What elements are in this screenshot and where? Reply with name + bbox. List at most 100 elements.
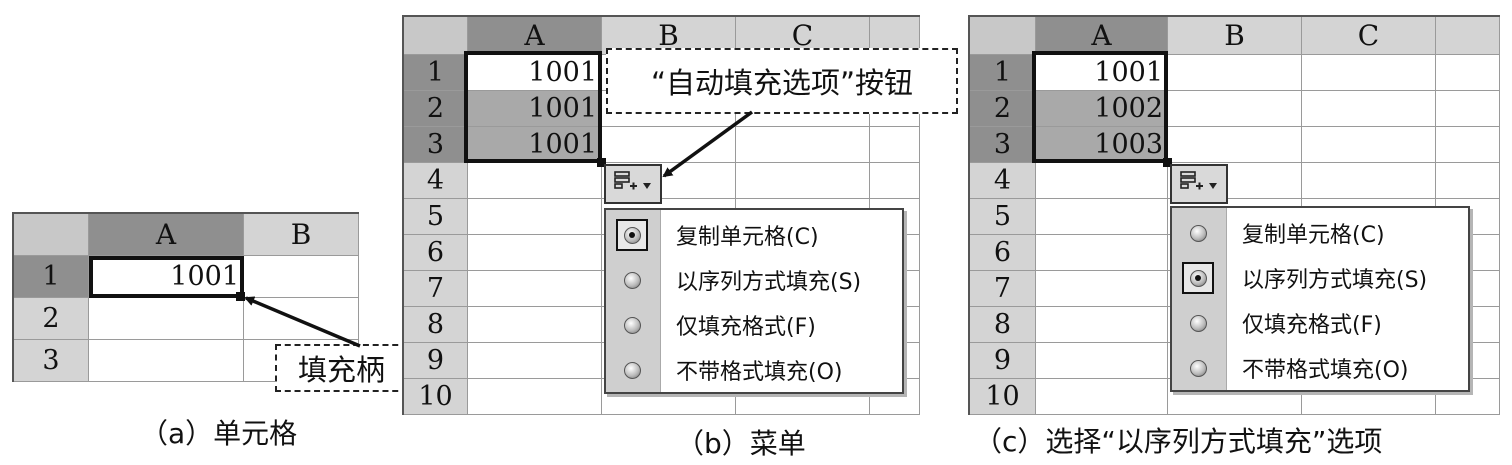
- menu-item-label: 以序列方式填充(S): [1242, 268, 1428, 293]
- menu-item-label: 复制单元格(C): [676, 225, 819, 250]
- cell-b3[interactable]: [602, 127, 736, 163]
- row-header-5[interactable]: 5: [404, 199, 468, 235]
- row-header-3[interactable]: 3: [14, 340, 89, 382]
- cell-a4[interactable]: [468, 163, 602, 199]
- row-header-6[interactable]: 6: [970, 235, 1036, 271]
- cell-a6[interactable]: [468, 235, 602, 271]
- radio-button-icon: [616, 309, 648, 341]
- cell-a7[interactable]: [1036, 271, 1168, 307]
- cell-a4[interactable]: [1036, 163, 1168, 199]
- menu-item-label: 不带格式填充(O): [676, 360, 843, 385]
- cell-b2[interactable]: [1168, 91, 1302, 127]
- row-header-1[interactable]: 1: [404, 55, 468, 91]
- cell-a3[interactable]: 1001: [468, 127, 602, 163]
- autofill-options-icon: [1180, 171, 1204, 197]
- cell-d4[interactable]: [870, 163, 920, 199]
- cell-b1[interactable]: [244, 256, 359, 298]
- menu-item-fill-without-formatting[interactable]: 不带格式填充(O): [606, 348, 902, 392]
- cell-b1[interactable]: [1168, 55, 1302, 91]
- row-header-3[interactable]: 3: [404, 127, 468, 163]
- menu-item-copy-cells[interactable]: 复制单元格(C): [1172, 211, 1468, 255]
- row-header-1[interactable]: 1: [14, 256, 89, 298]
- radio-button-icon: [1182, 217, 1214, 249]
- fill-handle[interactable]: [1163, 158, 1172, 167]
- cell-d4[interactable]: [1436, 163, 1500, 199]
- row-header-8[interactable]: 8: [404, 307, 468, 343]
- menu-item-fill-formatting-only[interactable]: 仅填充格式(F): [1172, 301, 1468, 345]
- cell-a8[interactable]: [1036, 307, 1168, 343]
- row-header-3[interactable]: 3: [970, 127, 1036, 163]
- cell-a3[interactable]: [89, 340, 244, 382]
- cell-a8[interactable]: [468, 307, 602, 343]
- cell-a10[interactable]: [1036, 379, 1168, 415]
- cell-c2[interactable]: [1302, 91, 1436, 127]
- cell-d1[interactable]: [1436, 55, 1500, 91]
- cell-a2[interactable]: 1002: [1036, 91, 1168, 127]
- cell-a5[interactable]: [1036, 199, 1168, 235]
- row-header-9[interactable]: 9: [404, 343, 468, 379]
- cell-c4[interactable]: [1302, 163, 1436, 199]
- cell-a10[interactable]: [468, 379, 602, 415]
- cell-a1[interactable]: 1001: [89, 256, 244, 298]
- cell-d2[interactable]: [1436, 91, 1500, 127]
- fill-handle[interactable]: [597, 158, 606, 167]
- cell-a1[interactable]: 1001: [468, 55, 602, 91]
- radio-button-icon: [616, 219, 648, 251]
- cell-c3[interactable]: [1302, 127, 1436, 163]
- cell-b3[interactable]: [1168, 127, 1302, 163]
- column-header-b[interactable]: B: [1168, 17, 1302, 55]
- spreadsheet-a: A B 1 1001 2 3: [12, 212, 359, 382]
- select-all-corner[interactable]: [404, 17, 468, 55]
- autofill-button-callout: “自动填充选项”按钮: [606, 48, 958, 114]
- cell-d3[interactable]: [1436, 127, 1500, 163]
- cell-a1[interactable]: 1001: [1036, 55, 1168, 91]
- column-header-a[interactable]: A: [89, 214, 244, 256]
- row-header-1[interactable]: 1: [970, 55, 1036, 91]
- row-header-4[interactable]: 4: [970, 163, 1036, 199]
- cell-c3[interactable]: [736, 127, 870, 163]
- menu-item-fill-formatting-only[interactable]: 仅填充格式(F): [606, 303, 902, 347]
- cell-a7[interactable]: [468, 271, 602, 307]
- select-all-corner[interactable]: [14, 214, 89, 256]
- select-all-corner[interactable]: [970, 17, 1036, 55]
- row-header-9[interactable]: 9: [970, 343, 1036, 379]
- autofill-options-icon: [614, 171, 638, 197]
- cell-d3[interactable]: [870, 127, 920, 163]
- row-header-8[interactable]: 8: [970, 307, 1036, 343]
- cell-a9[interactable]: [468, 343, 602, 379]
- cell-a2[interactable]: [89, 298, 244, 340]
- autofill-options-button[interactable]: [604, 164, 662, 204]
- menu-item-label: 不带格式填充(O): [1242, 358, 1409, 383]
- caption-b: （b）菜单: [676, 427, 806, 460]
- row-header-6[interactable]: 6: [404, 235, 468, 271]
- menu-item-fill-series[interactable]: 以序列方式填充(S): [606, 258, 902, 302]
- radio-button-icon: [1182, 307, 1214, 339]
- menu-item-fill-without-formatting[interactable]: 不带格式填充(O): [1172, 346, 1468, 390]
- cell-a5[interactable]: [468, 199, 602, 235]
- menu-item-label: 仅填充格式(F): [1242, 313, 1382, 338]
- cell-a6[interactable]: [1036, 235, 1168, 271]
- menu-item-fill-series[interactable]: 以序列方式填充(S): [1172, 256, 1468, 300]
- autofill-options-button[interactable]: [1170, 164, 1228, 204]
- chevron-down-icon: [1208, 175, 1218, 194]
- cell-c1[interactable]: [1302, 55, 1436, 91]
- row-header-2[interactable]: 2: [14, 298, 89, 340]
- cell-c4[interactable]: [736, 163, 870, 199]
- fill-handle[interactable]: [236, 292, 245, 301]
- fill-handle-callout: 填充柄: [275, 344, 408, 392]
- column-header-b[interactable]: B: [244, 214, 359, 256]
- cell-a2[interactable]: 1001: [468, 91, 602, 127]
- row-header-5[interactable]: 5: [970, 199, 1036, 235]
- column-header-c[interactable]: C: [1302, 17, 1436, 55]
- menu-item-copy-cells[interactable]: 复制单元格(C): [606, 213, 902, 257]
- cell-a9[interactable]: [1036, 343, 1168, 379]
- row-header-7[interactable]: 7: [970, 271, 1036, 307]
- column-header-a[interactable]: A: [468, 17, 602, 55]
- row-header-2[interactable]: 2: [404, 91, 468, 127]
- column-header-d[interactable]: [1436, 17, 1500, 55]
- row-header-2[interactable]: 2: [970, 91, 1036, 127]
- row-header-4[interactable]: 4: [404, 163, 468, 199]
- row-header-7[interactable]: 7: [404, 271, 468, 307]
- row-header-10[interactable]: 10: [404, 379, 468, 415]
- row-header-10[interactable]: 10: [970, 379, 1036, 415]
